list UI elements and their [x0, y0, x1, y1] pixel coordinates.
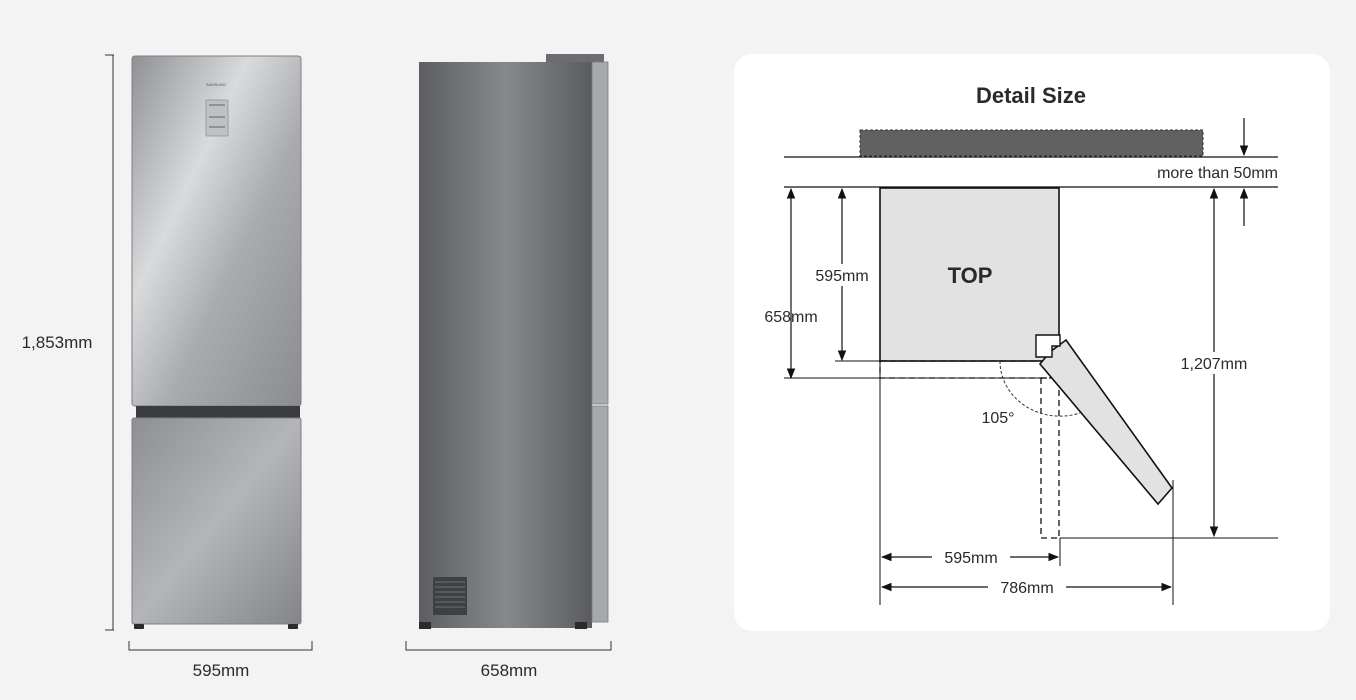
door-swing-dashed [1040, 377, 1060, 539]
width-dimension-bracket [128, 641, 313, 651]
side-lower-door-edge [591, 405, 609, 623]
front-foot-right [288, 624, 298, 629]
detail-size-diagram: Detail Size more than 50mm TOP 658mm 595… [764, 83, 1278, 605]
wall-block [859, 129, 1204, 157]
door-handle-gap [136, 406, 300, 418]
door-hinge [1035, 334, 1061, 358]
compressor-vent [433, 577, 467, 615]
side-foot-right [575, 622, 587, 629]
front-view: 1,853mm SAMSUNG 595mm [22, 54, 313, 680]
body-width-label: 595mm [944, 550, 997, 567]
fridge-lower-door [131, 417, 302, 625]
side-foot-left [419, 622, 431, 629]
closed-door-dashed [879, 360, 1060, 379]
fridge-top-outline [879, 187, 1060, 362]
door-angle-arc [999, 360, 1081, 417]
open-width-label: 786mm [1000, 580, 1053, 597]
brand-logo: SAMSUNG [206, 82, 226, 87]
door-angle-label: 105° [981, 410, 1014, 427]
total-depth-label: 658mm [764, 309, 817, 326]
inner-depth-label: 595mm [815, 268, 868, 285]
front-width-label: 595mm [193, 661, 250, 680]
detail-title: Detail Size [976, 83, 1086, 108]
open-door [1038, 338, 1174, 506]
front-height-label: 1,853mm [22, 333, 93, 352]
open-depth-label: 1,207mm [1181, 356, 1248, 373]
fridge-side-body [419, 62, 592, 628]
side-upper-door-edge [591, 61, 609, 405]
depth-dimension-bracket [405, 641, 612, 651]
side-depth-label: 658mm [481, 661, 538, 680]
side-view: 658mm [405, 54, 612, 680]
clearance-label: more than 50mm [1157, 165, 1278, 182]
top-label: TOP [948, 263, 993, 288]
front-foot-left [134, 624, 144, 629]
